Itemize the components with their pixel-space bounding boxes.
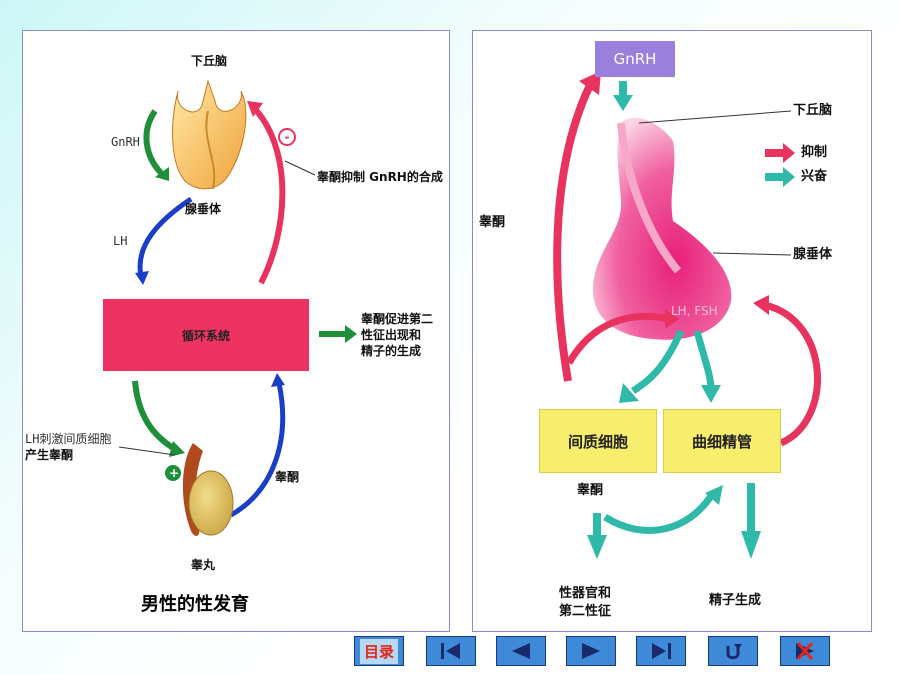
pituitary-to-tubule-arrow xyxy=(693,330,715,390)
pituitary-to-interstitial-arrow xyxy=(631,329,685,394)
circulation-to-testis-arrow xyxy=(132,380,177,452)
inhibit-arrow xyxy=(252,106,286,285)
testosterone-arrow xyxy=(229,382,286,518)
inhibit-note: 睾酮抑制 GnRH的合成 xyxy=(317,170,443,184)
promote-note: 睾酮促进第二 性征出现和 精子的生成 xyxy=(361,311,433,359)
legend-inhibit-arrow xyxy=(765,143,795,163)
to-sperm-arrow xyxy=(741,483,761,559)
left-title: 男性的性发育 xyxy=(141,594,249,615)
lh-label: LH xyxy=(113,234,128,248)
circulation-box: 循环系统 xyxy=(103,299,309,371)
testosterone-side-label: 睾酮 xyxy=(479,215,506,230)
left-diagram-panel: 下丘脑 GnRH 腺垂体 LH - 睾酮抑制 GnRH的合成 循环系统 睾酮促进… xyxy=(22,30,450,632)
organs-label: 性器官和 第二性征 xyxy=(559,585,611,621)
interstitial-cell-box: 间质细胞 xyxy=(539,409,657,473)
inhibit-sign: - xyxy=(284,130,290,144)
circulation-label: 循环系统 xyxy=(181,328,230,343)
lh-stimulus-note-line: 产生睾酮 xyxy=(25,448,74,462)
pituitary-label: 腺垂体 xyxy=(185,202,222,216)
legend-inhibit-label: 抑制 xyxy=(801,145,828,160)
legend-excite-arrow xyxy=(765,167,795,187)
seminiferous-tubule-box: 曲细精管 xyxy=(663,409,781,473)
testis-label: 睾丸 xyxy=(191,558,216,572)
lh-stimulus-note-line: LH刺激间质细胞 xyxy=(25,432,112,446)
return-button[interactable] xyxy=(708,636,758,666)
close-icon xyxy=(796,642,814,660)
lh-arrow xyxy=(137,196,193,277)
seminiferous-tubule-label: 曲细精管 xyxy=(691,432,752,451)
gnrh-label: GnRH xyxy=(111,135,140,149)
pituitary-gland-shape xyxy=(172,79,247,190)
lh-fsh-label: LH, FSH xyxy=(671,304,718,318)
to-organs-arrow xyxy=(587,513,607,559)
right-diagram-graphics xyxy=(553,71,821,559)
right-diagram-panel: GnRH 下丘脑 抑制 兴奋 睾酮 腺垂体 LH, FSH 间质细胞 曲细精管 … xyxy=(472,30,872,632)
previous-page-icon xyxy=(512,643,530,659)
first-page-icon xyxy=(441,643,460,659)
testosterone-label: 睾酮 xyxy=(275,470,300,484)
promote-note-line: 精子的生成 xyxy=(361,344,422,358)
tubule-to-pituitary-arrow xyxy=(764,301,821,447)
next-page-icon xyxy=(582,643,600,659)
hypothalamus-label: 下丘脑 xyxy=(793,103,833,118)
first-page-button[interactable] xyxy=(426,636,476,666)
pituitary-label: 腺垂体 xyxy=(793,247,833,262)
hypothalamus-label: 下丘脑 xyxy=(191,54,228,68)
gnrh-box: GnRH xyxy=(595,41,675,77)
menu-button-label: 目录 xyxy=(359,638,398,664)
interstitial-cell-label: 间质细胞 xyxy=(567,432,628,451)
menu-button[interactable]: 目录 xyxy=(354,636,404,666)
gnrh-arrow xyxy=(143,109,164,176)
organs-label-line: 第二性征 xyxy=(559,604,612,619)
plus-sign: + xyxy=(169,466,180,480)
return-icon xyxy=(726,644,742,660)
gnrh-box-label: GnRH xyxy=(613,50,657,68)
previous-page-button[interactable] xyxy=(496,636,546,666)
testis-shape xyxy=(188,470,234,536)
sperm-label: 精子生成 xyxy=(709,593,762,608)
legend-excite-label: 兴奋 xyxy=(801,169,828,184)
testosterone-inhibit-arrow xyxy=(553,81,595,382)
left-diagram-graphics xyxy=(118,79,357,536)
gnrh-down-arrow xyxy=(613,81,633,111)
last-page-button[interactable] xyxy=(636,636,686,666)
last-page-icon xyxy=(652,643,671,659)
organs-label-line: 性器官和 xyxy=(559,586,612,601)
testosterone-bottom-label: 睾酮 xyxy=(577,483,604,498)
close-button[interactable] xyxy=(780,636,830,666)
interstitial-to-pituitary-arrow xyxy=(565,313,670,365)
lh-stimulus-note: LH刺激间质细胞 产生睾酮 xyxy=(25,431,111,463)
promote-note-line: 性征出现和 xyxy=(361,328,422,342)
testosterone-to-tubule-arrow xyxy=(603,491,716,534)
promote-note-line: 睾酮促进第二 xyxy=(361,312,434,326)
next-page-button[interactable] xyxy=(566,636,616,666)
